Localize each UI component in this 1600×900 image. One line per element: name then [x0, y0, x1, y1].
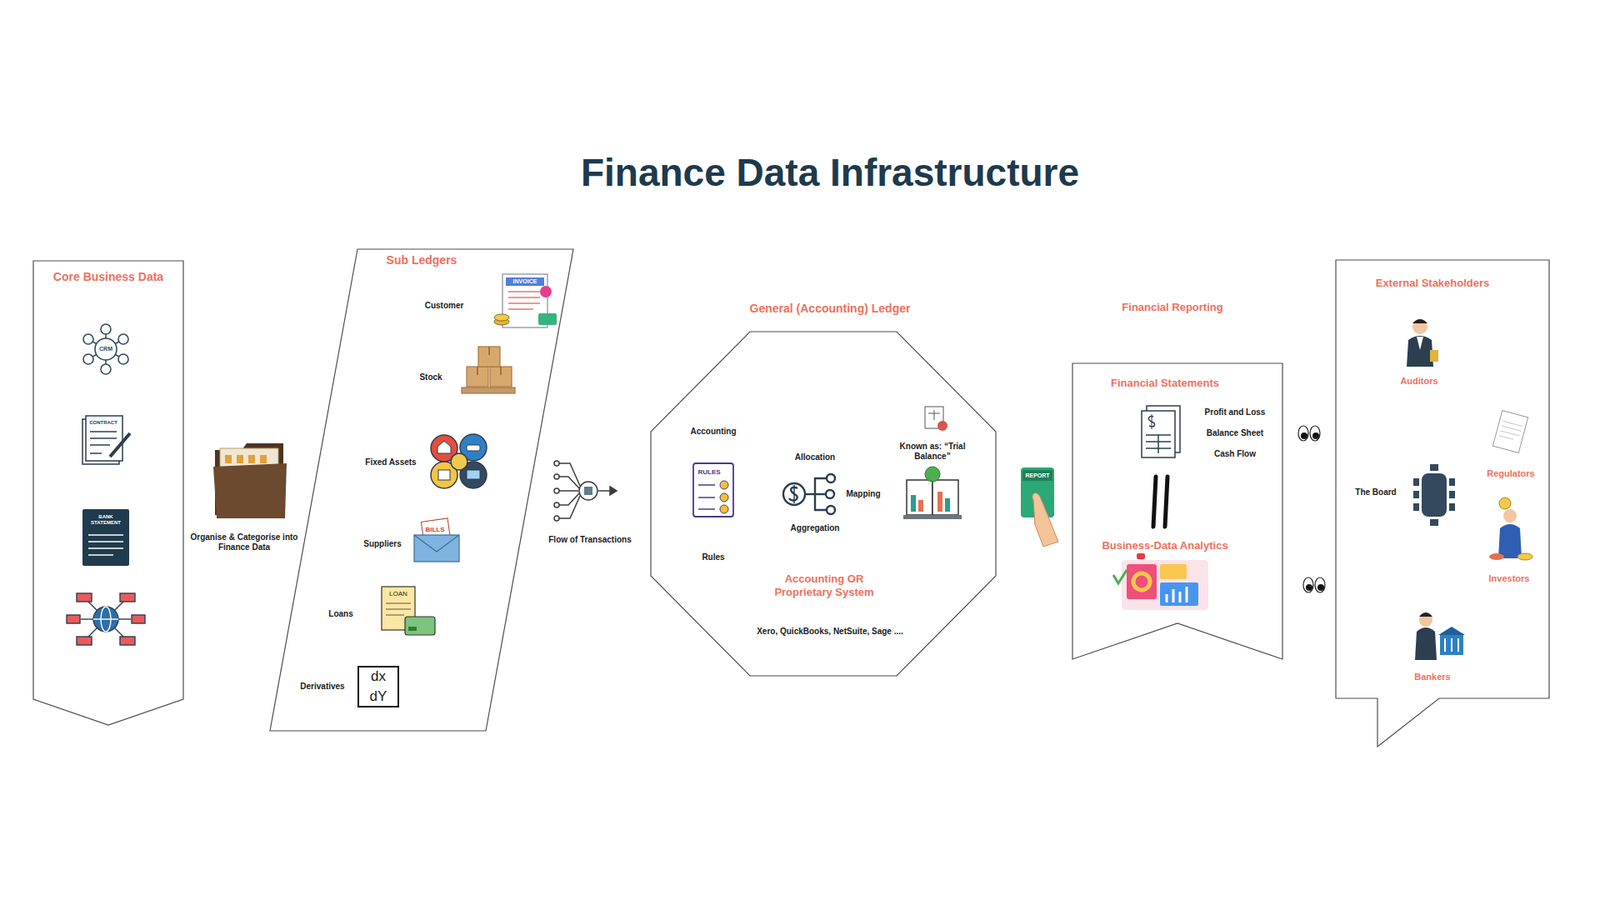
investor-figure — [1489, 497, 1533, 560]
section-heading: Core Business Data — [53, 270, 164, 285]
rules-icon — [693, 463, 734, 517]
equals-bars — [1153, 476, 1168, 527]
folder-icon — [213, 443, 287, 519]
statement-icon — [1141, 405, 1180, 458]
software-list: Xero, QuickBooks, NetSuite, Sage .... — [756, 626, 904, 637]
ledger-name: Derivatives — [300, 681, 345, 692]
derivatives-icon — [358, 666, 399, 707]
section-heading: External Stakeholders — [1375, 276, 1490, 290]
node-outline — [650, 331, 996, 676]
reporting-banner: Financial ReportingFinancial StatementsP… — [1072, 363, 1283, 660]
node-border — [650, 331, 996, 676]
system-heading: Accounting OR Proprietary System — [761, 572, 887, 599]
icon-text: LOAN — [389, 590, 408, 599]
sub-ledger-panel: Sub LedgersCustomerStockFixed AssetsSupp… — [270, 249, 574, 731]
subsection-heading: Business-Data Analytics — [1101, 539, 1228, 553]
icon-text: CONTRACT — [89, 420, 118, 426]
step-label: Accounting — [690, 426, 737, 437]
ledger-name: Suppliers — [363, 539, 402, 550]
node-outline — [33, 260, 184, 725]
network-icon — [66, 593, 145, 645]
step-label: Allocation — [795, 452, 835, 463]
stock-icon — [461, 346, 515, 394]
report-icon — [1020, 467, 1059, 547]
contract-icon — [82, 415, 130, 465]
crm-icon — [83, 324, 129, 375]
ledger-name: Loans — [328, 609, 353, 620]
node-outline — [270, 249, 574, 731]
step-label: Rules — [701, 552, 725, 563]
flow-label: Flow of Transactions — [548, 535, 631, 545]
auditor-figure — [1406, 319, 1439, 367]
note-text: Known as: “Trial Balance” — [894, 441, 971, 462]
analytics-icon — [1113, 553, 1209, 610]
process-note: Organise & Categorise into Finance Data — [190, 532, 299, 553]
subsection-heading: Financial Statements — [1110, 376, 1220, 390]
stakeholder-name: The Board — [1355, 487, 1396, 498]
icon-text: RULES — [697, 468, 720, 477]
section-heading: General (Accounting) Ledger — [750, 301, 911, 316]
icon-text: REPORT — [1025, 472, 1050, 480]
bills-icon — [414, 518, 460, 562]
step-label: Aggregation — [790, 523, 840, 534]
invoice-icon — [494, 274, 557, 328]
ledger-name: Fixed Assets — [365, 457, 416, 468]
math-symbol: dY — [370, 688, 388, 705]
regulation-paper — [1492, 410, 1528, 454]
icon-text: BILLS — [425, 525, 445, 535]
split-icon — [783, 474, 835, 515]
stakeholder-name: Bankers — [1414, 671, 1450, 683]
source-banner: Core Business Data — [33, 260, 184, 725]
loan-icon — [381, 586, 435, 635]
ledger-name: Stock — [419, 372, 442, 383]
stakeholder-name: Auditors — [1400, 375, 1438, 387]
statement-name: Balance Sheet — [1206, 428, 1264, 439]
step-label: Mapping — [845, 489, 880, 500]
node-border — [1335, 260, 1550, 747]
ledger-name: Customer — [425, 300, 465, 311]
math-symbol: dx — [370, 668, 386, 685]
trial-balance-book-icon — [903, 466, 962, 520]
bank-statement-icon — [82, 509, 130, 566]
icon-text: CRM — [99, 345, 113, 353]
stakeholder-bubble: External StakeholdersAuditorsRegulatorsT… — [1335, 260, 1550, 747]
board-table — [1413, 464, 1455, 526]
section-heading: Sub Ledgers — [386, 253, 458, 268]
general-ledger-octagon: General (Accounting) LedgerAccountingAll… — [650, 331, 996, 676]
diagram-title: Finance Data Infrastructure — [580, 150, 1080, 196]
section-heading: Financial Reporting — [1121, 300, 1223, 315]
flow-icon — [554, 460, 617, 521]
node-border — [1072, 363, 1283, 660]
fixed-assets-icon — [430, 434, 487, 489]
eyes-icon — [1298, 425, 1325, 593]
banker-figure — [1415, 612, 1465, 660]
scale-doc-icon — [925, 406, 948, 431]
icon-text: BANK STATEMENT — [87, 514, 125, 526]
stakeholder-name: Investors — [1489, 573, 1530, 585]
statement-name: Profit and Loss — [1205, 407, 1266, 418]
node-border — [33, 260, 184, 725]
node-border — [270, 249, 574, 731]
icon-text: INVOICE — [513, 278, 538, 285]
stakeholder-name: Regulators — [1486, 468, 1535, 480]
statement-name: Cash Flow — [1214, 449, 1256, 460]
